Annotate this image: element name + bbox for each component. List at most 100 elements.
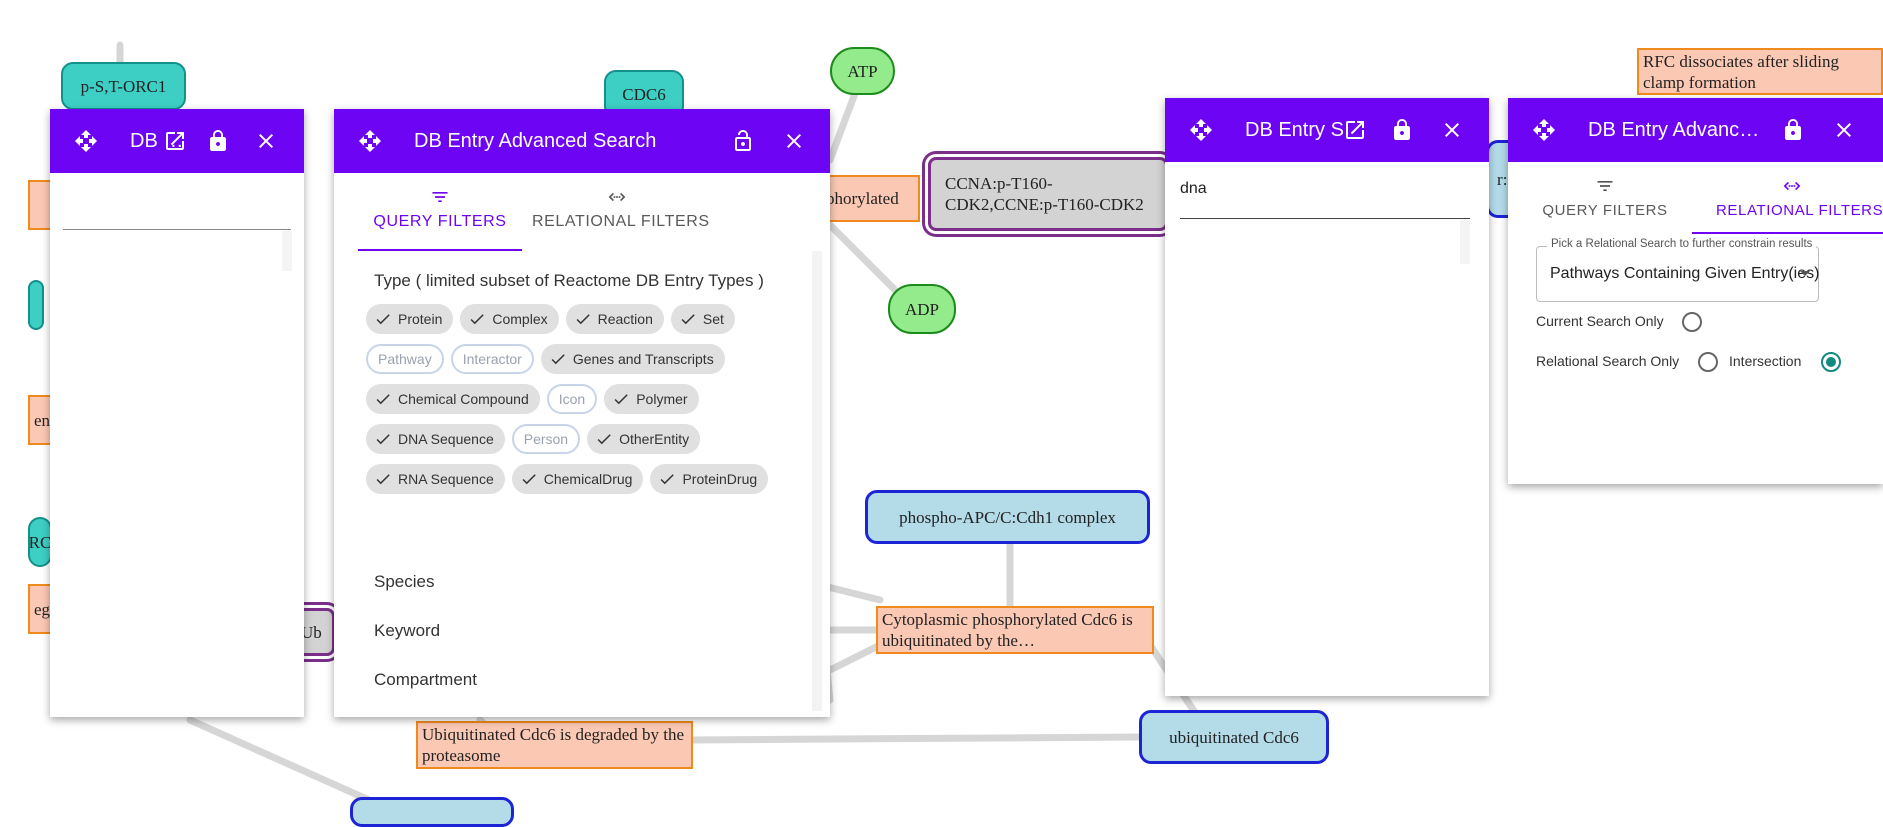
chip-label: OtherEntity bbox=[619, 431, 690, 447]
check-icon bbox=[574, 310, 592, 328]
type-chip-reaction[interactable]: Reaction bbox=[565, 304, 664, 334]
scrollbar[interactable] bbox=[282, 231, 292, 271]
compartment-section[interactable]: Compartment bbox=[374, 670, 477, 689]
drag-move-icon[interactable] bbox=[1532, 118, 1556, 142]
chip-label: RNA Sequence bbox=[398, 471, 494, 487]
close-icon[interactable] bbox=[782, 129, 806, 153]
drag-move-icon[interactable] bbox=[358, 129, 382, 153]
code-arrows-icon bbox=[532, 187, 702, 211]
dropdown-arrow-icon bbox=[1800, 271, 1810, 276]
filter-icon bbox=[358, 187, 522, 211]
type-chip-proteindrug[interactable]: ProteinDrug bbox=[650, 464, 769, 494]
search-input[interactable] bbox=[63, 229, 291, 230]
node-bottom-partial[interactable] bbox=[350, 797, 514, 827]
node-ubiquitinated-cdc6-degraded[interactable]: Ubiquitinated Cdc6 is degraded by the pr… bbox=[416, 721, 693, 769]
tab-relational-filters[interactable]: RELATIONAL FILTERS bbox=[1692, 162, 1883, 234]
close-icon[interactable] bbox=[1832, 118, 1856, 142]
type-chip-complex[interactable]: Complex bbox=[460, 304, 559, 334]
open-in-new-icon[interactable] bbox=[1343, 118, 1367, 142]
close-icon[interactable] bbox=[1440, 118, 1464, 142]
node-atp[interactable]: ATP bbox=[830, 47, 895, 95]
tab-label: RELATIONAL FILTERS bbox=[1716, 202, 1883, 219]
tab-label: RELATIONAL FILTERS bbox=[532, 213, 710, 230]
keyword-section[interactable]: Keyword bbox=[374, 621, 441, 640]
node-cytoplasmic-cdc6-ubiquitination[interactable]: Cytoplasmic phosphorylated Cdc6 is ubiqu… bbox=[876, 606, 1154, 654]
intersection-label: Intersection bbox=[1729, 353, 1802, 369]
node-left-partial-5[interactable]: egr bbox=[28, 584, 52, 634]
type-chip-pathway[interactable]: Pathway bbox=[366, 344, 444, 374]
tab-label: QUERY FILTERS bbox=[1542, 202, 1668, 219]
relational-search-only-radio[interactable] bbox=[1698, 352, 1718, 372]
db-entry-advanced-search-panel: DB Entry Advanced Search QUERY FILTERS R… bbox=[334, 109, 830, 717]
db-entry-search-panel-2: DB Entry S dna bbox=[1165, 98, 1489, 696]
chip-label: Polymer bbox=[636, 391, 688, 407]
relational-search-only-label: Relational Search Only bbox=[1536, 353, 1680, 369]
panel-header: DB Entry Advanced Search bbox=[334, 109, 830, 173]
relational-search-select[interactable]: Pick a Relational Search to further cons… bbox=[1536, 238, 1820, 302]
open-in-new-icon[interactable] bbox=[163, 129, 187, 153]
check-icon bbox=[549, 350, 567, 368]
chip-label: Reaction bbox=[597, 311, 653, 327]
chip-label: Icon bbox=[558, 391, 586, 407]
type-chip-person[interactable]: Person bbox=[511, 424, 581, 454]
type-chip-icon[interactable]: Icon bbox=[546, 384, 598, 414]
node-adp[interactable]: ADP bbox=[888, 284, 956, 334]
tab-query-filters[interactable]: QUERY FILTERS bbox=[1530, 162, 1680, 232]
intersection-radio[interactable] bbox=[1821, 352, 1841, 372]
chip-label: Genes and Transcripts bbox=[572, 351, 714, 367]
lock-icon[interactable] bbox=[1390, 118, 1414, 142]
chip-label: ChemicalDrug bbox=[543, 471, 633, 487]
check-icon bbox=[374, 470, 392, 488]
tab-relational-filters[interactable]: RELATIONAL FILTERS bbox=[532, 173, 710, 249]
type-chip-rna-sequence[interactable]: RNA Sequence bbox=[366, 464, 505, 494]
drag-move-icon[interactable] bbox=[74, 129, 98, 153]
species-section[interactable]: Species bbox=[374, 572, 435, 591]
type-chip-polymer[interactable]: Polymer bbox=[604, 384, 699, 414]
type-chip-chemical-compound[interactable]: Chemical Compound bbox=[366, 384, 540, 414]
node-ubiquitinated-cdc6[interactable]: ubiquitinated Cdc6 bbox=[1139, 710, 1329, 764]
lock-icon[interactable] bbox=[206, 129, 230, 153]
node-phosphorylated-partial[interactable]: phorylated bbox=[820, 175, 920, 222]
node-left-partial-teal-1[interactable] bbox=[28, 280, 44, 330]
type-chip-dna-sequence[interactable]: DNA Sequence bbox=[366, 424, 505, 454]
type-chip-set[interactable]: Set bbox=[670, 304, 735, 334]
node-rfc-dissociates[interactable]: RFC dissociates after sliding clamp form… bbox=[1637, 48, 1883, 95]
chip-label: Pathway bbox=[378, 351, 432, 367]
type-chip-chemicaldrug[interactable]: ChemicalDrug bbox=[511, 464, 644, 494]
chip-label: DNA Sequence bbox=[398, 431, 494, 447]
type-chip-protein[interactable]: Protein bbox=[366, 304, 454, 334]
tab-query-filters[interactable]: QUERY FILTERS bbox=[358, 173, 522, 251]
check-icon bbox=[679, 310, 697, 328]
node-phospho-apc-c-cdh1[interactable]: phospho-APC/C:Cdh1 complex bbox=[865, 490, 1150, 544]
search-input[interactable]: dna bbox=[1180, 180, 1207, 197]
current-search-only-radio[interactable] bbox=[1682, 312, 1702, 332]
node-p-s-t-orc1[interactable]: p-S,T-ORC1 bbox=[61, 62, 186, 110]
node-left-partial-4[interactable]: RC bbox=[28, 517, 52, 567]
lock-icon[interactable] bbox=[1781, 118, 1805, 142]
select-legend: Pick a Relational Search to further cons… bbox=[1547, 238, 1817, 250]
check-icon bbox=[374, 310, 392, 328]
chip-label: Complex bbox=[492, 311, 548, 327]
close-icon[interactable] bbox=[254, 129, 278, 153]
scrollbar[interactable] bbox=[812, 251, 822, 711]
check-icon bbox=[612, 390, 630, 408]
type-chip-otherentity[interactable]: OtherEntity bbox=[587, 424, 701, 454]
panel-header: DB E… bbox=[50, 109, 304, 173]
current-search-only-label: Current Search Only bbox=[1536, 313, 1664, 329]
panel-header: DB Entry Advance… bbox=[1508, 98, 1883, 162]
drag-move-icon[interactable] bbox=[1189, 118, 1213, 142]
node-left-partial-3[interactable]: ent bbox=[28, 395, 52, 445]
node-ccna-cdk2-complex[interactable]: CCNA:p-T160-CDK2,CCNE:p-T160-CDK2 bbox=[928, 157, 1168, 231]
check-icon bbox=[374, 430, 392, 448]
check-icon bbox=[658, 470, 676, 488]
type-chip-genes-and-transcripts[interactable]: Genes and Transcripts bbox=[540, 344, 725, 374]
select-value: Pathways Containing Given Entry(ies) bbox=[1550, 265, 1820, 282]
scrollbar[interactable] bbox=[1460, 220, 1470, 264]
filter-tabs: QUERY FILTERS RELATIONAL FILTERS bbox=[1508, 162, 1883, 234]
panel-title: DB Entry Advance… bbox=[1588, 118, 1768, 141]
search-input-underline bbox=[1180, 218, 1470, 219]
lock-open-icon[interactable] bbox=[731, 129, 755, 153]
node-left-partial-1[interactable] bbox=[28, 180, 52, 230]
type-chip-interactor[interactable]: Interactor bbox=[450, 344, 534, 374]
type-heading: Type ( limited subset of Reactome DB Ent… bbox=[374, 271, 764, 290]
